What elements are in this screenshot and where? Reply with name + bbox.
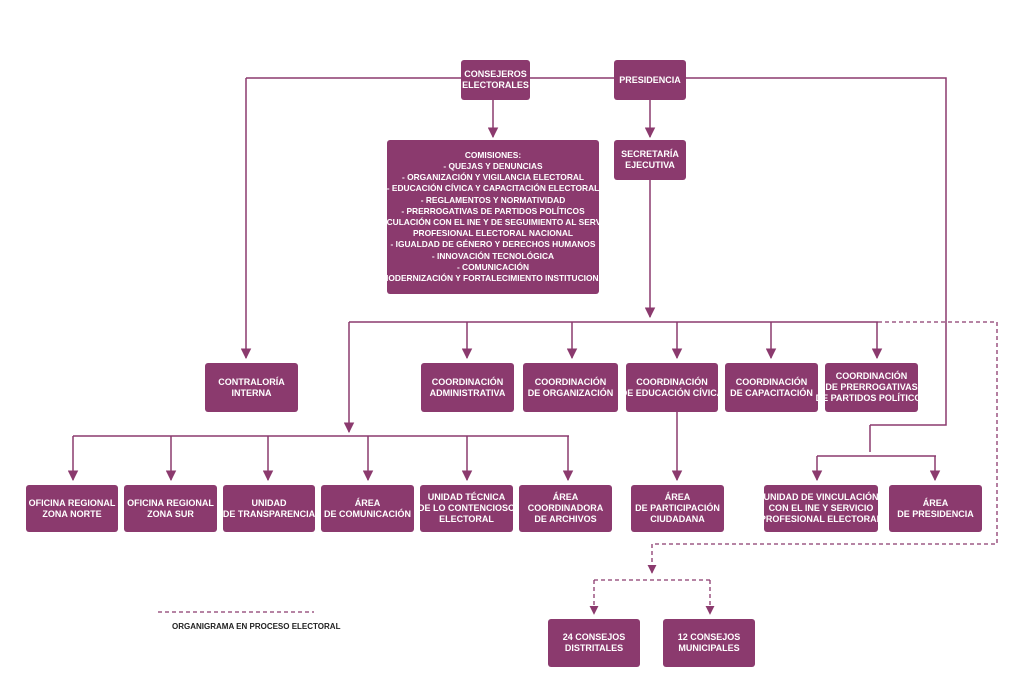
node-text-line: ADMINISTRATIVA — [429, 387, 506, 398]
node-text-line: CONTRALORÍA — [218, 376, 285, 387]
node-text-line: DE PRERROGATIVAS — [825, 382, 918, 392]
node-text-line: COMISIONES: — [464, 149, 522, 160]
legend-label: ORGANIGRAMA EN PROCESO ELECTORAL — [172, 622, 341, 631]
node-text-line: ELECTORALES — [462, 80, 529, 90]
node-text-line: ÁREA — [354, 497, 381, 508]
node-text-line: DE PRESIDENCIA — [897, 508, 974, 519]
node-text-line: PROFESIONAL ELECTORAL — [759, 514, 883, 524]
node-text-line: DISTRITALES — [564, 643, 624, 653]
node-text-line: OFICINA REGIONAL — [28, 497, 116, 508]
node-text-line: COORDINACIÓN — [835, 371, 908, 381]
node-text-line: DE EDUCACIÓN CÍVICA — [620, 387, 724, 398]
node-text-line: COORDINACIÓN — [735, 376, 808, 387]
node-text-line: PROFESIONAL ELECTORAL NACIONAL — [412, 228, 574, 239]
node-text-line: - MODERNIZACIÓN Y FORTALECIMIENTO INSTIT… — [376, 273, 610, 284]
node-text-line: - QUEJAS Y DENUNCIAS — [443, 160, 543, 171]
node-text-line: DE CAPACITACIÓN — [730, 387, 813, 398]
node-text-line: COORDINADORA — [527, 503, 604, 513]
node-text-line: CON EL INE Y SERVICIO — [768, 503, 874, 513]
node-text-line: - PRERROGATIVAS DE PARTIDOS POLÍTICOS — [401, 205, 585, 216]
node-text-line: - VINCULACIÓN CON EL INE Y DE SEGUIMIENT… — [367, 217, 619, 227]
node-text-line: 12 CONSEJOS — [677, 632, 741, 642]
node-text-line: INTERNA — [231, 387, 272, 398]
node-text-line: COORDINACIÓN — [636, 376, 708, 387]
node-text-line: EJECUTIVA — [625, 160, 675, 170]
comisiones-box: COMISIONES:- QUEJAS Y DENUNCIAS- ORGANIZ… — [368, 140, 619, 294]
node-text-line: DE PARTIDOS POLÍTICOS — [815, 393, 928, 403]
node-text-line: UNIDAD DE VINCULACIÓN — [763, 492, 879, 502]
dashed-connectors — [158, 321, 998, 615]
node-text-line: ÁREA — [664, 492, 691, 502]
node-text-line: MUNICIPALES — [678, 643, 740, 653]
node-text-line: ÁREA — [552, 492, 579, 502]
node-text-line: ÁREA — [922, 497, 949, 508]
node-text-line: - COMUNICACIÓN — [456, 261, 530, 272]
node-text-line: 24 CONSEJOS — [562, 632, 626, 642]
node-text-line: DE LO CONTENCIOSO — [418, 503, 516, 513]
node-text-line: COORDINACIÓN — [534, 376, 607, 387]
node-text-line: - INNOVACIÓN TECNOLÓGICA — [431, 250, 555, 261]
node-text-line: PRESIDENCIA — [619, 74, 681, 85]
node-text-line: UNIDAD TÉCNICA — [427, 492, 506, 502]
node-text-line: COORDINACIÓN — [431, 376, 504, 387]
node-text-line: - ORGANIZACIÓN Y VIGILANCIA ELECTORAL — [401, 172, 585, 183]
node-text-line: DE COMUNICACIÓN — [324, 508, 411, 519]
node-text-line: ELECTORAL — [439, 514, 494, 524]
node-text-line: ZONA NORTE — [42, 508, 102, 519]
node-text-line: - EDUCACIÓN CÍVICA Y CAPACITACIÓN ELECTO… — [386, 183, 600, 194]
node-text-line: DE PARTICIPACIÓN — [635, 503, 720, 513]
node-text-line: ZONA SUR — [147, 508, 194, 519]
node-text-line: CIUDADANA — [650, 514, 705, 524]
node-text-line: DE TRANSPARENCIA — [222, 508, 316, 519]
node-text-line: - IGUALDAD DE GÉNERO Y DERECHOS HUMANOS — [390, 239, 596, 250]
node-text-line: DE ORGANIZACIÓN — [527, 387, 614, 398]
node-text-line: DE ARCHIVOS — [534, 514, 597, 524]
node-text-line: OFICINA REGIONAL — [127, 497, 214, 508]
node-text-line: - REGLAMENTOS Y NORMATIVIDAD — [420, 194, 566, 205]
node-text-line: UNIDAD — [251, 497, 287, 508]
solid-connectors — [67, 77, 947, 482]
node-text-line: CONSEJEROS — [464, 69, 527, 79]
presidencia-box: PRESIDENCIA — [614, 60, 686, 100]
node-text-line: SECRETARÍA — [621, 149, 679, 159]
